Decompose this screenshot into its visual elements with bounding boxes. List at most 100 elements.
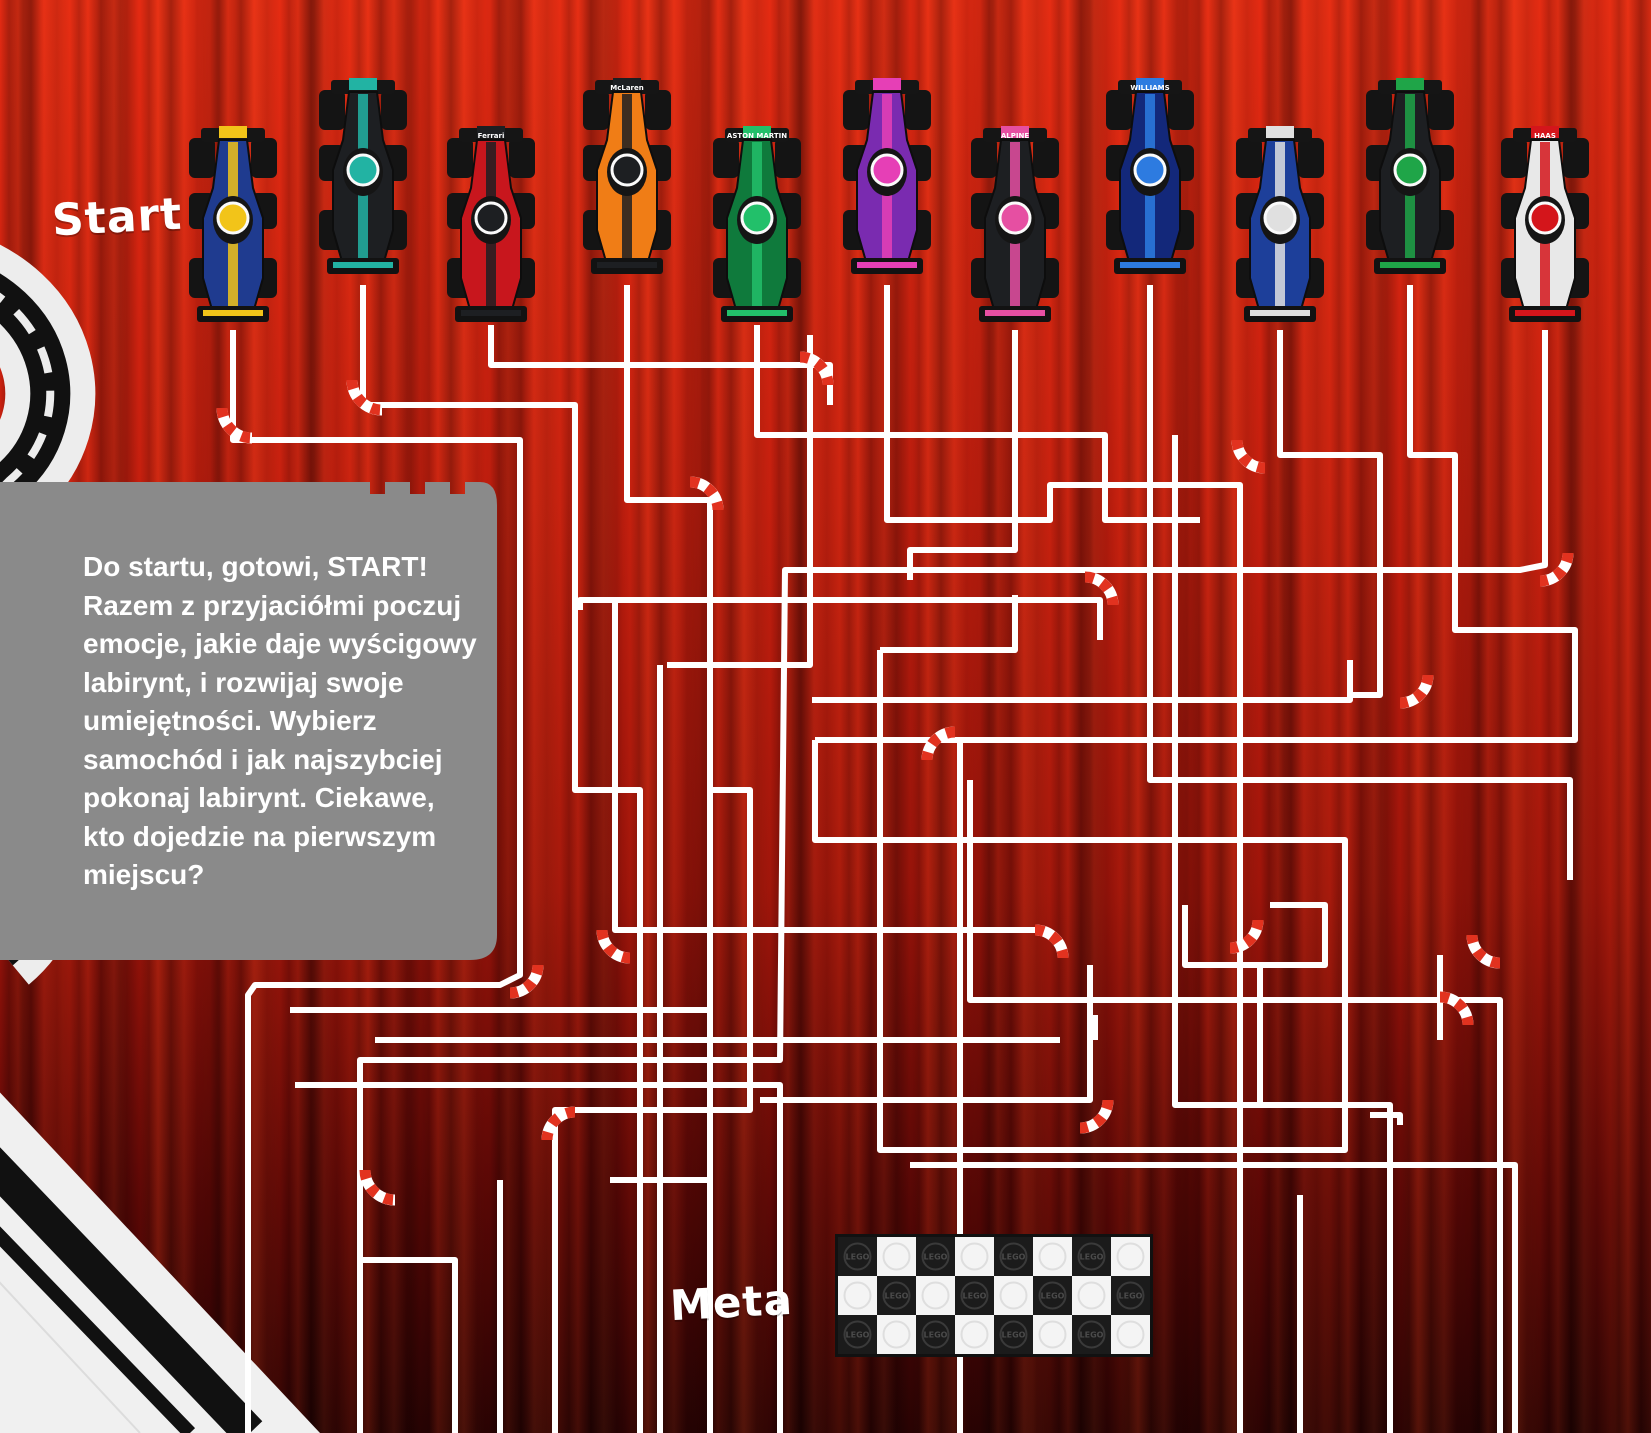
car-wheel — [1168, 90, 1194, 130]
car-helmet — [610, 153, 644, 187]
car-helmet — [216, 201, 250, 235]
car-wheel — [251, 138, 277, 178]
finish-flag-stud — [1038, 1281, 1067, 1310]
finish-flag-stud — [999, 1320, 1028, 1349]
maze-path-segment — [815, 285, 1578, 743]
race-car[interactable] — [843, 78, 931, 274]
car-nose-accent — [1266, 126, 1294, 138]
finish-flag-stud — [1116, 1320, 1145, 1349]
car-rear-wing-accent — [727, 310, 787, 316]
curb-red — [216, 407, 253, 444]
finish-flag-stud — [921, 1242, 950, 1271]
finish-flag-logo: LEGO — [1002, 1253, 1026, 1262]
curb-red — [541, 1106, 576, 1141]
finish-flag-stud — [1038, 1242, 1067, 1271]
maze-path-segment — [360, 1257, 458, 1433]
curb-red — [799, 351, 834, 386]
car-nose-accent — [1396, 78, 1424, 90]
maze-path-segment — [552, 787, 753, 1433]
maze-path-segment — [612, 600, 1040, 933]
car-wheel — [971, 138, 997, 178]
finish-flag-logo: LEGO — [1041, 1292, 1065, 1301]
finish-flag-stud — [999, 1281, 1028, 1310]
maze-path-segment — [812, 660, 1353, 703]
curb-red — [1399, 674, 1434, 709]
maze-path-segment — [967, 780, 1503, 1433]
race-car[interactable]: HAAS — [1501, 126, 1589, 322]
car-nose-accent — [219, 126, 247, 138]
car-team-text: Ferrari — [478, 132, 505, 140]
car-nose-accent — [1136, 78, 1164, 90]
race-car[interactable]: McLaren — [583, 78, 671, 274]
curb-red — [596, 929, 631, 964]
finish-flag-stud — [843, 1242, 872, 1271]
race-car[interactable]: WILLIAMS — [1106, 78, 1194, 274]
finish-flag-stud — [882, 1320, 911, 1349]
car-nose-accent — [349, 78, 377, 90]
race-car[interactable]: ALPINE — [971, 126, 1059, 322]
car-wheel — [1298, 138, 1324, 178]
finish-flag-logo: LEGO — [1080, 1331, 1104, 1340]
car-team-text: McLaren — [610, 84, 643, 92]
finish-flag-logo: LEGO — [1119, 1292, 1143, 1301]
race-car[interactable] — [189, 126, 277, 322]
curb-red — [346, 379, 383, 416]
car-rear-wing-accent — [857, 262, 917, 268]
car-wheel — [509, 138, 535, 178]
car-nose-accent — [613, 78, 641, 90]
finish-flag-stud — [999, 1242, 1028, 1271]
finish-flag-logo: LEGO — [846, 1253, 870, 1262]
race-car[interactable] — [1236, 126, 1324, 322]
curb-red — [1439, 991, 1474, 1026]
car-wheel — [1366, 90, 1392, 130]
maze-path-segment — [295, 1082, 783, 1433]
maze-path-segment — [1147, 285, 1573, 880]
car-wheel — [1563, 138, 1589, 178]
start-label: Start — [50, 188, 184, 247]
car-rear-wing-accent — [461, 310, 521, 316]
finish-flag-stud — [1077, 1242, 1106, 1271]
maze-path-segment — [812, 740, 1348, 1150]
curb-red — [1084, 571, 1119, 606]
car-nose-accent — [873, 78, 901, 90]
curb-red — [1231, 439, 1266, 474]
car-rear-wing-accent — [203, 310, 263, 316]
car-helmet — [998, 201, 1032, 235]
curb-red — [1229, 919, 1264, 954]
car-rear-wing-accent — [1380, 262, 1440, 268]
curb-red — [359, 1169, 396, 1206]
maze-path-segment — [910, 1162, 1518, 1433]
race-car[interactable]: Ferrari — [447, 126, 535, 322]
finish-flag-stud — [843, 1320, 872, 1349]
curb-red — [1034, 924, 1069, 959]
finish-flag-stud — [1038, 1320, 1067, 1349]
finish-flag-stud — [921, 1320, 950, 1349]
race-car[interactable]: ASTON MARTIN — [713, 126, 801, 322]
car-helmet — [870, 153, 904, 187]
curb-red — [1466, 934, 1501, 969]
car-rear-wing-accent — [333, 262, 393, 268]
car-rear-wing-accent — [1120, 262, 1180, 268]
car-wheel — [905, 90, 931, 130]
car-team-text: WILLIAMS — [1130, 84, 1169, 92]
car-wheel — [1106, 90, 1132, 130]
curb-red — [689, 476, 724, 511]
maze-path-segment — [624, 285, 713, 1433]
finish-flag-logo: LEGO — [846, 1331, 870, 1340]
car-rear-wing-accent — [597, 262, 657, 268]
car-rear-wing-accent — [985, 310, 1045, 316]
car-team-text: ALPINE — [1001, 132, 1029, 140]
maze-path-segment — [1172, 435, 1393, 1433]
car-wheel — [775, 138, 801, 178]
car-nose-accent — [1531, 126, 1559, 138]
car-wheel — [189, 138, 215, 178]
maze-path-segment — [1182, 902, 1328, 968]
maze-path-segment — [360, 285, 643, 1433]
finish-label: Meta — [668, 1274, 794, 1331]
race-car[interactable] — [319, 78, 407, 274]
car-wheel — [1236, 138, 1262, 178]
race-car[interactable] — [1366, 78, 1454, 274]
